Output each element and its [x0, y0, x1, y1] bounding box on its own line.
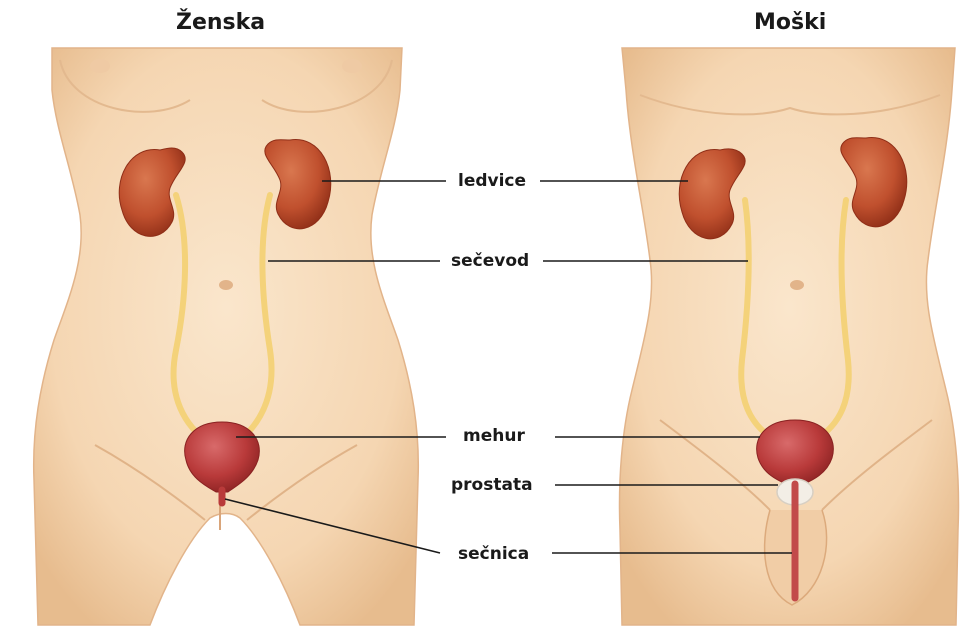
female-nipple-left	[90, 59, 110, 73]
female-navel	[219, 280, 233, 290]
label-ureter: sečevod	[451, 251, 529, 271]
label-prostate: prostata	[451, 475, 533, 495]
label-bladder: mehur	[463, 426, 525, 446]
female-torso	[34, 48, 419, 625]
female-nipple-right	[342, 59, 362, 73]
label-urethra: sečnica	[458, 544, 529, 564]
female-title: Ženska	[176, 10, 265, 35]
male-navel	[790, 280, 804, 290]
label-kidneys: ledvice	[458, 171, 526, 191]
female-body-outline	[34, 48, 419, 625]
male-title: Moški	[754, 10, 826, 35]
male-torso	[620, 48, 959, 625]
